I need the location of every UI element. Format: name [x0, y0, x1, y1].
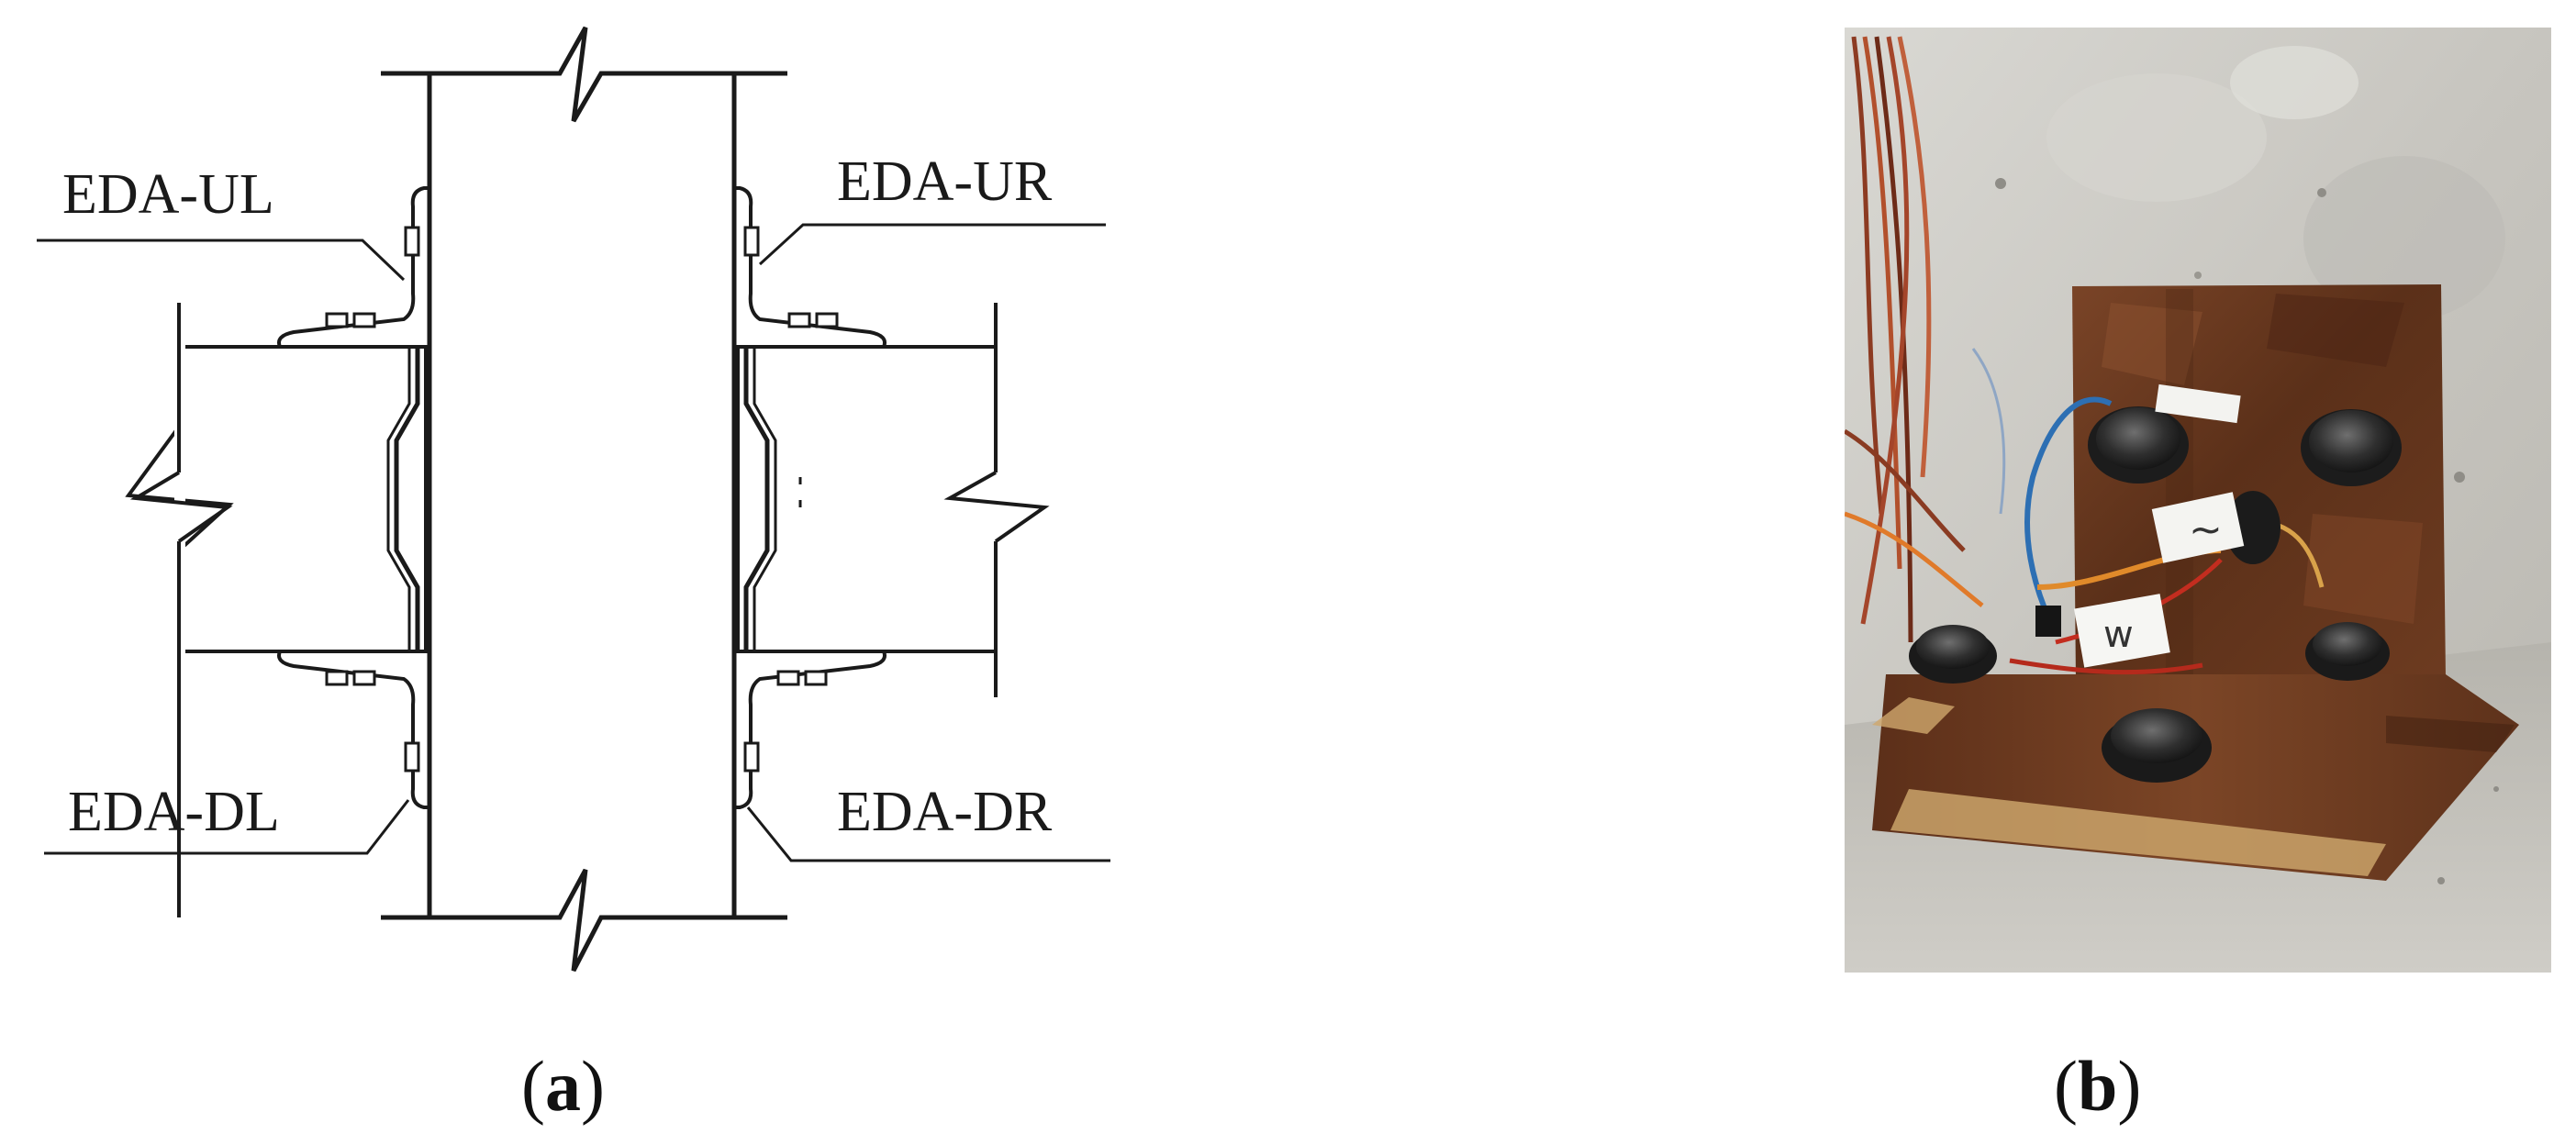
caption-b: (b)	[2054, 1046, 2141, 1126]
photo-panel-b: ~ w	[1845, 28, 2551, 973]
label-tag-2: w	[2073, 594, 2170, 668]
diagram-panel-a: EDA-UL EDA-UR EDA-DL EDA-DR	[37, 26, 1110, 973]
svg-text:w: w	[2103, 614, 2134, 656]
end-plate-right	[732, 347, 802, 651]
label-eda-dl: EDA-DL	[68, 781, 280, 843]
nut-lower-right	[2305, 622, 2390, 681]
caption-a: (a)	[521, 1046, 605, 1126]
label-tag-1: ~	[2151, 492, 2245, 563]
angle-ul	[277, 186, 429, 349]
nut-upper-right	[2301, 409, 2402, 486]
angle-ur	[734, 186, 887, 349]
label-eda-ul: EDA-UL	[62, 163, 274, 226]
beam-left	[125, 303, 429, 917]
label-eda-dr: EDA-DR	[837, 781, 1053, 843]
beam-right	[734, 303, 1050, 697]
angle-dr	[734, 650, 887, 809]
angle-dl	[277, 650, 429, 809]
end-plate-left	[386, 347, 431, 651]
column	[381, 26, 787, 973]
svg-text:~: ~	[2189, 506, 2223, 553]
leader-lines	[37, 223, 1110, 862]
wire-bundle	[1845, 36, 2006, 643]
nut-upper-left	[2088, 406, 2189, 484]
angle-vertical-leg	[2072, 284, 2446, 684]
svg-text:(a): (a)	[521, 1046, 605, 1126]
nut-lower-left	[1909, 625, 1997, 684]
svg-text:(b): (b)	[2054, 1046, 2141, 1126]
label-eda-ur: EDA-UR	[837, 150, 1053, 213]
nut-lower-center	[2102, 708, 2212, 783]
